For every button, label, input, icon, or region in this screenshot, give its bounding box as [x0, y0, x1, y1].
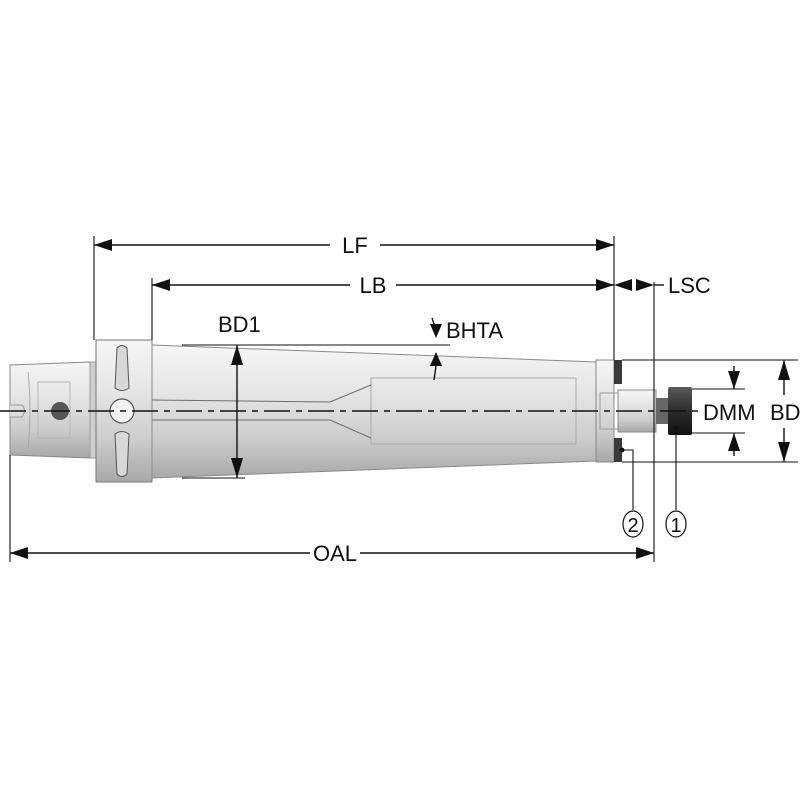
callout-1: 1 [665, 425, 687, 538]
label-bd: BD [770, 400, 800, 425]
callout-1-label: 1 [670, 515, 681, 537]
callout-2-label: 2 [627, 515, 638, 537]
label-lf: LF [342, 233, 368, 258]
dim-bd: BD [770, 360, 800, 462]
shank-slot [37, 381, 71, 439]
inner-taper [329, 384, 372, 439]
label-bhta: BHTA [446, 318, 503, 343]
label-dmm: DMM [703, 400, 756, 425]
label-lsc: LSC [668, 273, 711, 298]
inner-line-top [151, 399, 331, 403]
callout-2: 2 [619, 447, 644, 538]
flange-slot-bottom [114, 431, 130, 477]
dim-dmm: DMM [703, 366, 756, 456]
dim-bd1: BD1 [218, 312, 261, 478]
dim-bhta: BHTA [430, 317, 503, 381]
dim-lsc: LSC [614, 273, 711, 298]
label-oal: OAL [313, 541, 357, 566]
shank-groove [27, 371, 31, 449]
nose-key-bottom [614, 438, 622, 462]
shank-step [89, 361, 97, 459]
flange-slot-top [114, 345, 130, 391]
label-bd1: BD1 [218, 312, 261, 337]
nose-key-top [614, 360, 622, 384]
dim-lb: LB [152, 273, 614, 298]
dim-oal: OAL [10, 541, 654, 566]
label-lb: LB [360, 273, 387, 298]
dim-lf: LF [94, 233, 614, 258]
extension-lines [9, 236, 798, 562]
